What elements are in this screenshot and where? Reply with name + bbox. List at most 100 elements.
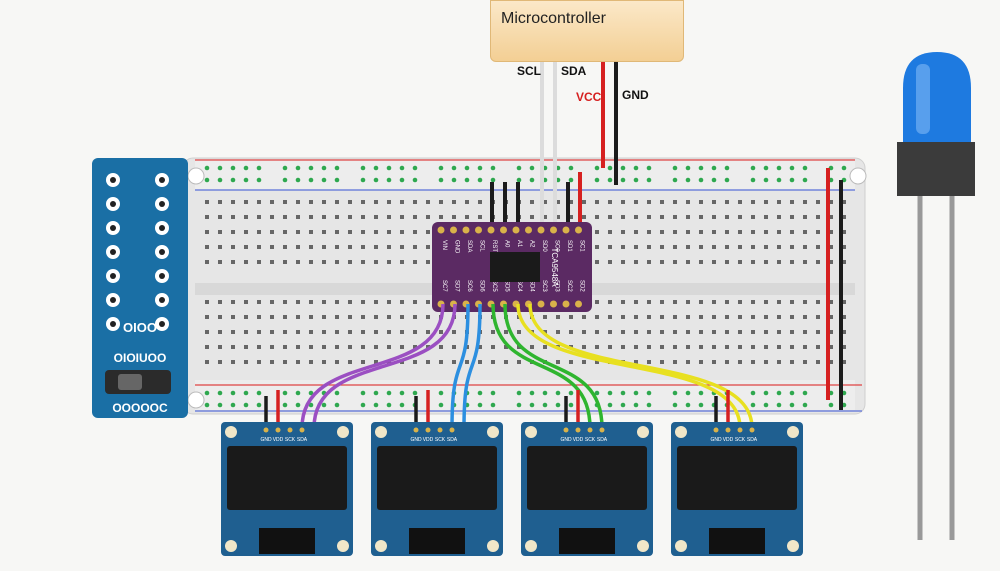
oled-mount-hole — [375, 540, 387, 552]
hole — [738, 245, 742, 249]
hole — [400, 245, 404, 249]
hole — [387, 215, 391, 219]
hole — [751, 330, 755, 334]
rail-hole — [620, 402, 626, 408]
hole — [374, 360, 378, 364]
hole — [257, 215, 261, 219]
rail-hole — [672, 402, 678, 408]
hole — [660, 200, 664, 204]
hole — [361, 230, 365, 234]
hole — [322, 330, 326, 334]
oled-pin-label: SCK — [585, 437, 596, 443]
hole — [374, 215, 378, 219]
mux-pin — [437, 226, 445, 234]
rail-connection-dots — [204, 165, 847, 408]
hole — [660, 330, 664, 334]
rail-hole — [464, 177, 470, 183]
hole — [413, 345, 417, 349]
hole — [387, 315, 391, 319]
hole — [725, 300, 729, 304]
mux-pin — [562, 300, 570, 308]
oled-mount-hole — [487, 426, 499, 438]
hole — [699, 330, 703, 334]
hole — [361, 345, 365, 349]
hole — [296, 360, 300, 364]
rail-hole — [230, 390, 236, 396]
hole — [218, 360, 222, 364]
hole — [504, 360, 508, 364]
hole — [621, 260, 625, 264]
hole — [335, 230, 339, 234]
hole — [647, 345, 651, 349]
hole — [322, 260, 326, 264]
hole — [738, 360, 742, 364]
psu-pin-hole — [159, 249, 165, 255]
rail-hole — [373, 390, 379, 396]
hole — [569, 330, 573, 334]
led-dome — [903, 52, 971, 150]
hole — [608, 245, 612, 249]
rail-hole — [438, 390, 444, 396]
rail-hole — [607, 402, 613, 408]
hole — [751, 345, 755, 349]
rail-hole — [620, 165, 626, 171]
hole — [543, 215, 547, 219]
oled-mount-hole — [525, 426, 537, 438]
hole — [673, 315, 677, 319]
hole — [660, 245, 664, 249]
hole — [751, 260, 755, 264]
oled-mount-hole — [375, 426, 387, 438]
rail-hole — [750, 165, 756, 171]
hole — [257, 360, 261, 364]
hole — [413, 260, 417, 264]
hole — [231, 200, 235, 204]
hole — [751, 360, 755, 364]
hole — [335, 300, 339, 304]
rail-hole — [243, 390, 249, 396]
hole — [465, 215, 469, 219]
hole — [751, 315, 755, 319]
mux-pin — [475, 226, 482, 234]
hole — [647, 215, 651, 219]
hole — [699, 200, 703, 204]
rail-hole — [230, 177, 236, 183]
hole — [816, 360, 820, 364]
rail-hole — [399, 390, 405, 396]
mux-bottom-pin-label: SD6 — [479, 280, 485, 292]
hole — [816, 260, 820, 264]
oled-pin-label: GND — [710, 437, 722, 443]
rail-hole — [685, 177, 691, 183]
mount-hole — [187, 391, 205, 409]
mount-hole — [849, 167, 867, 185]
hole — [595, 215, 599, 219]
hole — [413, 300, 417, 304]
hole — [335, 245, 339, 249]
mux-top-pin-label: A1 — [516, 240, 522, 248]
hole — [738, 215, 742, 219]
oled-pin — [275, 427, 281, 433]
hole — [231, 345, 235, 349]
rail-hole — [698, 402, 704, 408]
rail-hole — [308, 165, 314, 171]
hole — [738, 230, 742, 234]
mux-bottom-pin-label: SC4 — [516, 280, 522, 292]
rail-hole — [802, 402, 808, 408]
rail-hole — [607, 177, 613, 183]
hole — [387, 200, 391, 204]
hole — [764, 360, 768, 364]
hole — [621, 330, 625, 334]
hole — [829, 245, 833, 249]
hole — [387, 230, 391, 234]
hole — [686, 260, 690, 264]
mux-bottom-pin-label: SD3 — [554, 280, 560, 292]
hole — [322, 245, 326, 249]
microcontroller-box: Microcontroller — [490, 0, 684, 62]
oled-pin-label: SCK — [435, 437, 446, 443]
hole — [309, 215, 313, 219]
hole — [647, 360, 651, 364]
oled-pin-label: SDA — [597, 437, 608, 443]
power-switch-knob[interactable] — [118, 374, 142, 390]
hole — [725, 315, 729, 319]
